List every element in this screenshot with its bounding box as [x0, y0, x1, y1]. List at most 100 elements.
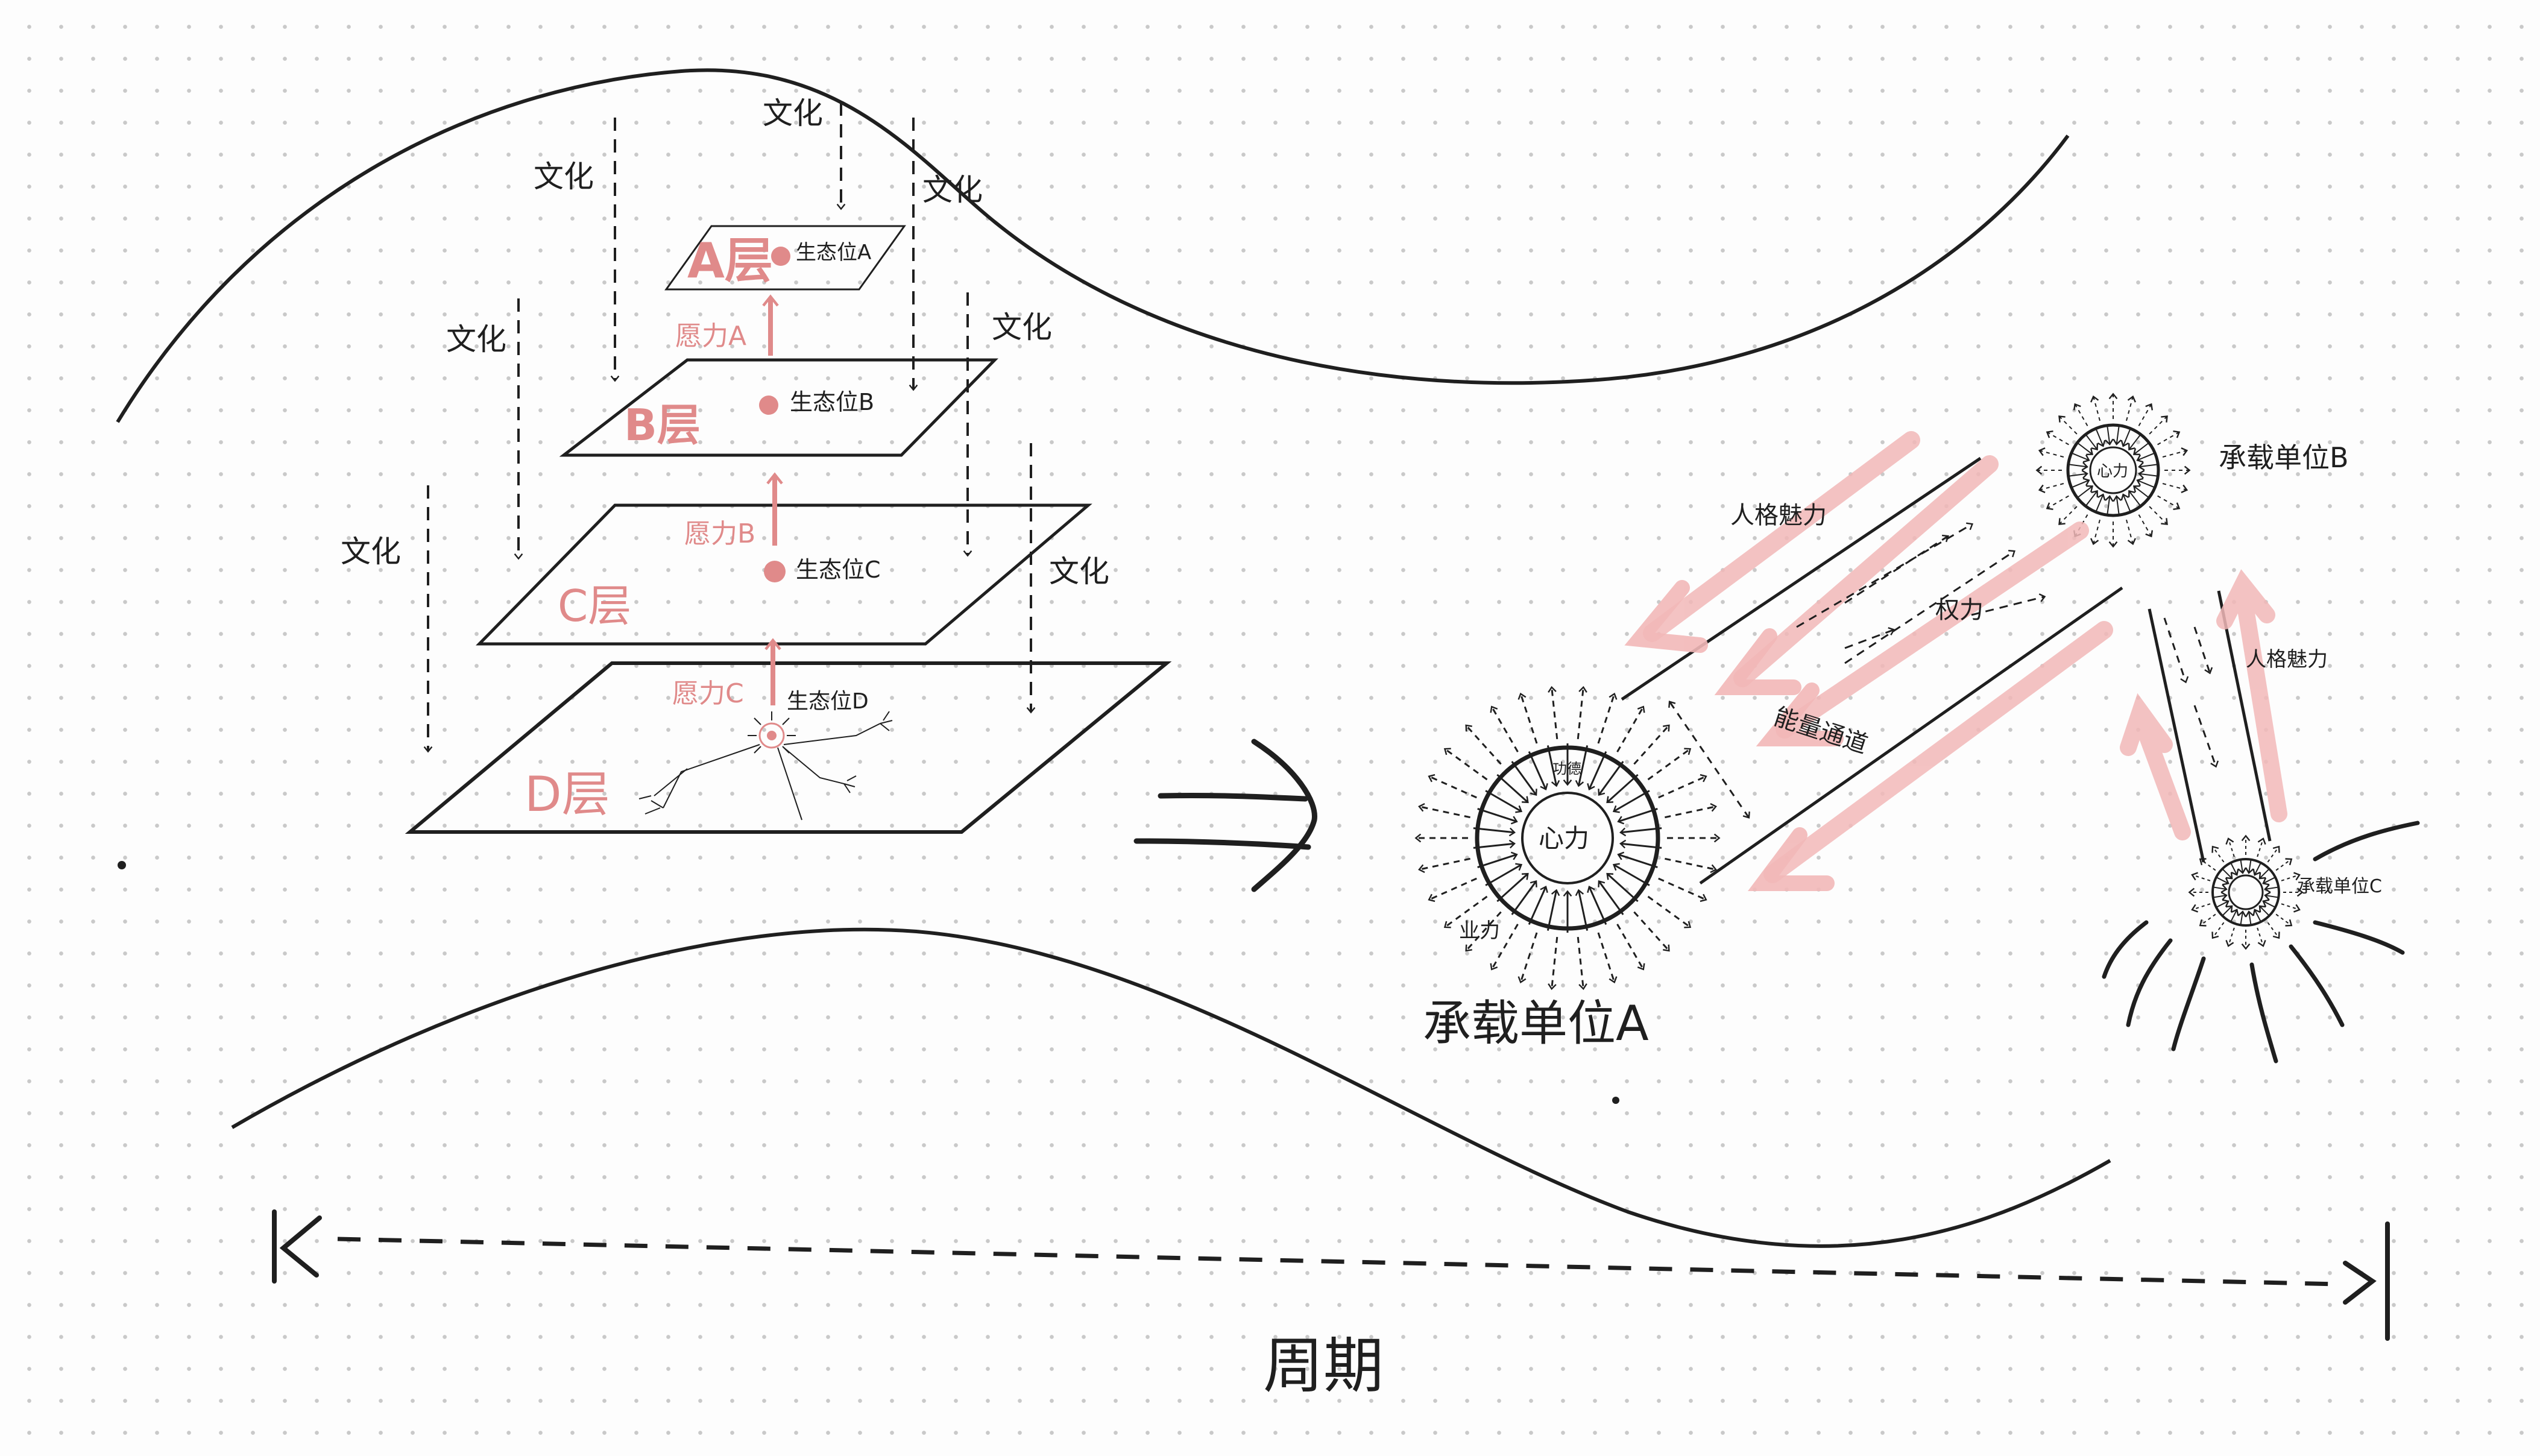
unit-c-ray — [2211, 845, 2225, 863]
wish-label-c: 愿力C — [672, 678, 744, 709]
unit-b-label: 承载单位B — [2219, 441, 2349, 474]
niche-label-d: 生态位D — [787, 689, 869, 714]
unit-a-ray-inward — [1528, 886, 1548, 925]
unit-a-ray — [1490, 924, 1519, 971]
unit-c-ray-inward — [2213, 891, 2228, 901]
unit-b-ray-inward — [2094, 427, 2106, 447]
unit-a-ray-inward — [1546, 889, 1560, 931]
unit-b-ray — [2162, 447, 2189, 458]
unit-b-ray-inward — [2070, 477, 2090, 489]
unit-a-ray — [1665, 857, 1717, 873]
unit-a-ray — [1658, 877, 1707, 903]
unit-a-ray-inward — [1496, 872, 1529, 903]
unit-b-ray-inward — [2113, 424, 2122, 446]
niche-label-b: 生态位B — [790, 389, 874, 415]
unit-a-ray-inward — [1619, 827, 1662, 837]
culture-label-6: 文化 — [341, 534, 401, 569]
unit-c-ray — [2191, 903, 2211, 913]
unit-a-ray-inward — [1528, 751, 1548, 790]
unit-b-ray — [2138, 403, 2154, 426]
culture-label-3: 文化 — [922, 172, 983, 207]
unit-c-ray-inward — [2222, 905, 2233, 916]
unit-c-ray — [2257, 837, 2266, 857]
layer-label-c: C层 — [558, 581, 631, 631]
transform-arrow — [1133, 739, 1317, 892]
unit-a-ray — [1517, 692, 1538, 744]
unit-a-ray — [1633, 911, 1670, 952]
unit-b-ray — [2149, 415, 2168, 435]
niche-dot-a — [771, 247, 790, 266]
unit-c-ray-inward — [2258, 905, 2269, 916]
unit-a-ray — [1428, 774, 1477, 799]
unit-b-ray — [2162, 483, 2189, 493]
unit-b-ray — [2046, 495, 2069, 511]
charisma-label-a-b: 人格魅力 — [1730, 502, 1827, 529]
unit-a-ray-inward — [1612, 790, 1650, 813]
unit-b-ray-inward — [2128, 433, 2142, 451]
timeline-dashed-line — [337, 1237, 2340, 1287]
unit-b-ray-inward — [2067, 462, 2088, 471]
unit-b-ray-inward — [2067, 470, 2088, 479]
unit-a-label: 承载单位A — [1423, 995, 1649, 1051]
unit-b-ray-inward — [2136, 477, 2157, 489]
culture-label-7: 文化 — [1049, 554, 1109, 589]
unit-b-ray-inward — [2132, 441, 2151, 455]
unit-a-ray-inward — [1485, 863, 1523, 886]
power-arrows-b-c — [2163, 617, 2219, 768]
unit-b-ray-inward — [2138, 462, 2160, 471]
culture-label-4: 文化 — [446, 322, 506, 357]
unit-b-ray — [2126, 519, 2136, 546]
unit-b-ray — [2138, 514, 2154, 538]
unit-c-ray-inward — [2230, 909, 2239, 922]
unit-a-ray-inward — [1511, 761, 1537, 796]
energy-channel-a-b — [1621, 456, 2123, 885]
unit-a-ray-inward — [1606, 872, 1639, 903]
unit-c-ray-inward — [2230, 863, 2239, 876]
culture-label-2: 文化 — [534, 159, 594, 194]
niche-dot-b — [759, 396, 778, 415]
timeline-right-endcap — [2343, 1221, 2390, 1341]
unit-a-ray-inward — [1485, 790, 1523, 813]
unit-a-ray-inward — [1575, 889, 1589, 931]
unit-b-ray — [2058, 415, 2078, 435]
unit-c-ray-inward — [2237, 860, 2247, 874]
unit-a-ray-inward — [1617, 808, 1658, 825]
timeline-left-endcap — [272, 1209, 322, 1284]
unit-c-ray-inward — [2222, 869, 2233, 880]
unit-c-ray-inward — [2245, 860, 2254, 874]
unit-c-ray — [2275, 858, 2293, 871]
charisma-arrowheads-a-b — [1624, 580, 1844, 891]
unit-c-ray-inward — [2213, 884, 2228, 893]
unit-c-symbol — [2102, 821, 2420, 1064]
unit-a-ray — [1597, 932, 1618, 984]
unit-b-core-label: 心力 — [2097, 462, 2128, 481]
unit-c-ray-inward — [2262, 877, 2275, 886]
unit-a-ray — [1616, 705, 1645, 752]
energy-channel-measure — [1668, 701, 1750, 819]
unit-b-ray — [2058, 506, 2078, 525]
unit-a-ray-inward — [1606, 774, 1639, 804]
unit-a-ray — [1443, 748, 1488, 781]
unit-a-core-label: 心力 — [1539, 824, 1589, 853]
unit-c-ray — [2275, 913, 2293, 927]
charisma-label-b-c: 人格魅力 — [2246, 648, 2328, 672]
layer-plane-a — [664, 225, 906, 291]
unit-b-ray-inward — [2128, 490, 2142, 508]
unit-c-ray-inward — [2252, 863, 2261, 876]
unit-a-ray-inward — [1575, 745, 1589, 787]
channel-b-c — [2148, 590, 2272, 863]
unit-c-ray — [2225, 927, 2235, 947]
unit-a-ray — [1577, 685, 1587, 740]
unit-b-symbol — [2035, 392, 2191, 548]
culture-label-5: 文化 — [992, 310, 1052, 345]
unit-b-ray-inward — [2120, 427, 2132, 447]
unit-a-ray — [1418, 803, 1470, 819]
unit-b-ray — [2038, 447, 2064, 458]
unit-a-karma-label: 业力 — [1459, 919, 1500, 943]
lower-boundary-curve — [231, 927, 2111, 1248]
charisma-arrows-a-b — [1643, 431, 2113, 883]
power-label: 权力 — [1935, 596, 1984, 624]
unit-c-label: 承载单位C — [2297, 876, 2382, 897]
